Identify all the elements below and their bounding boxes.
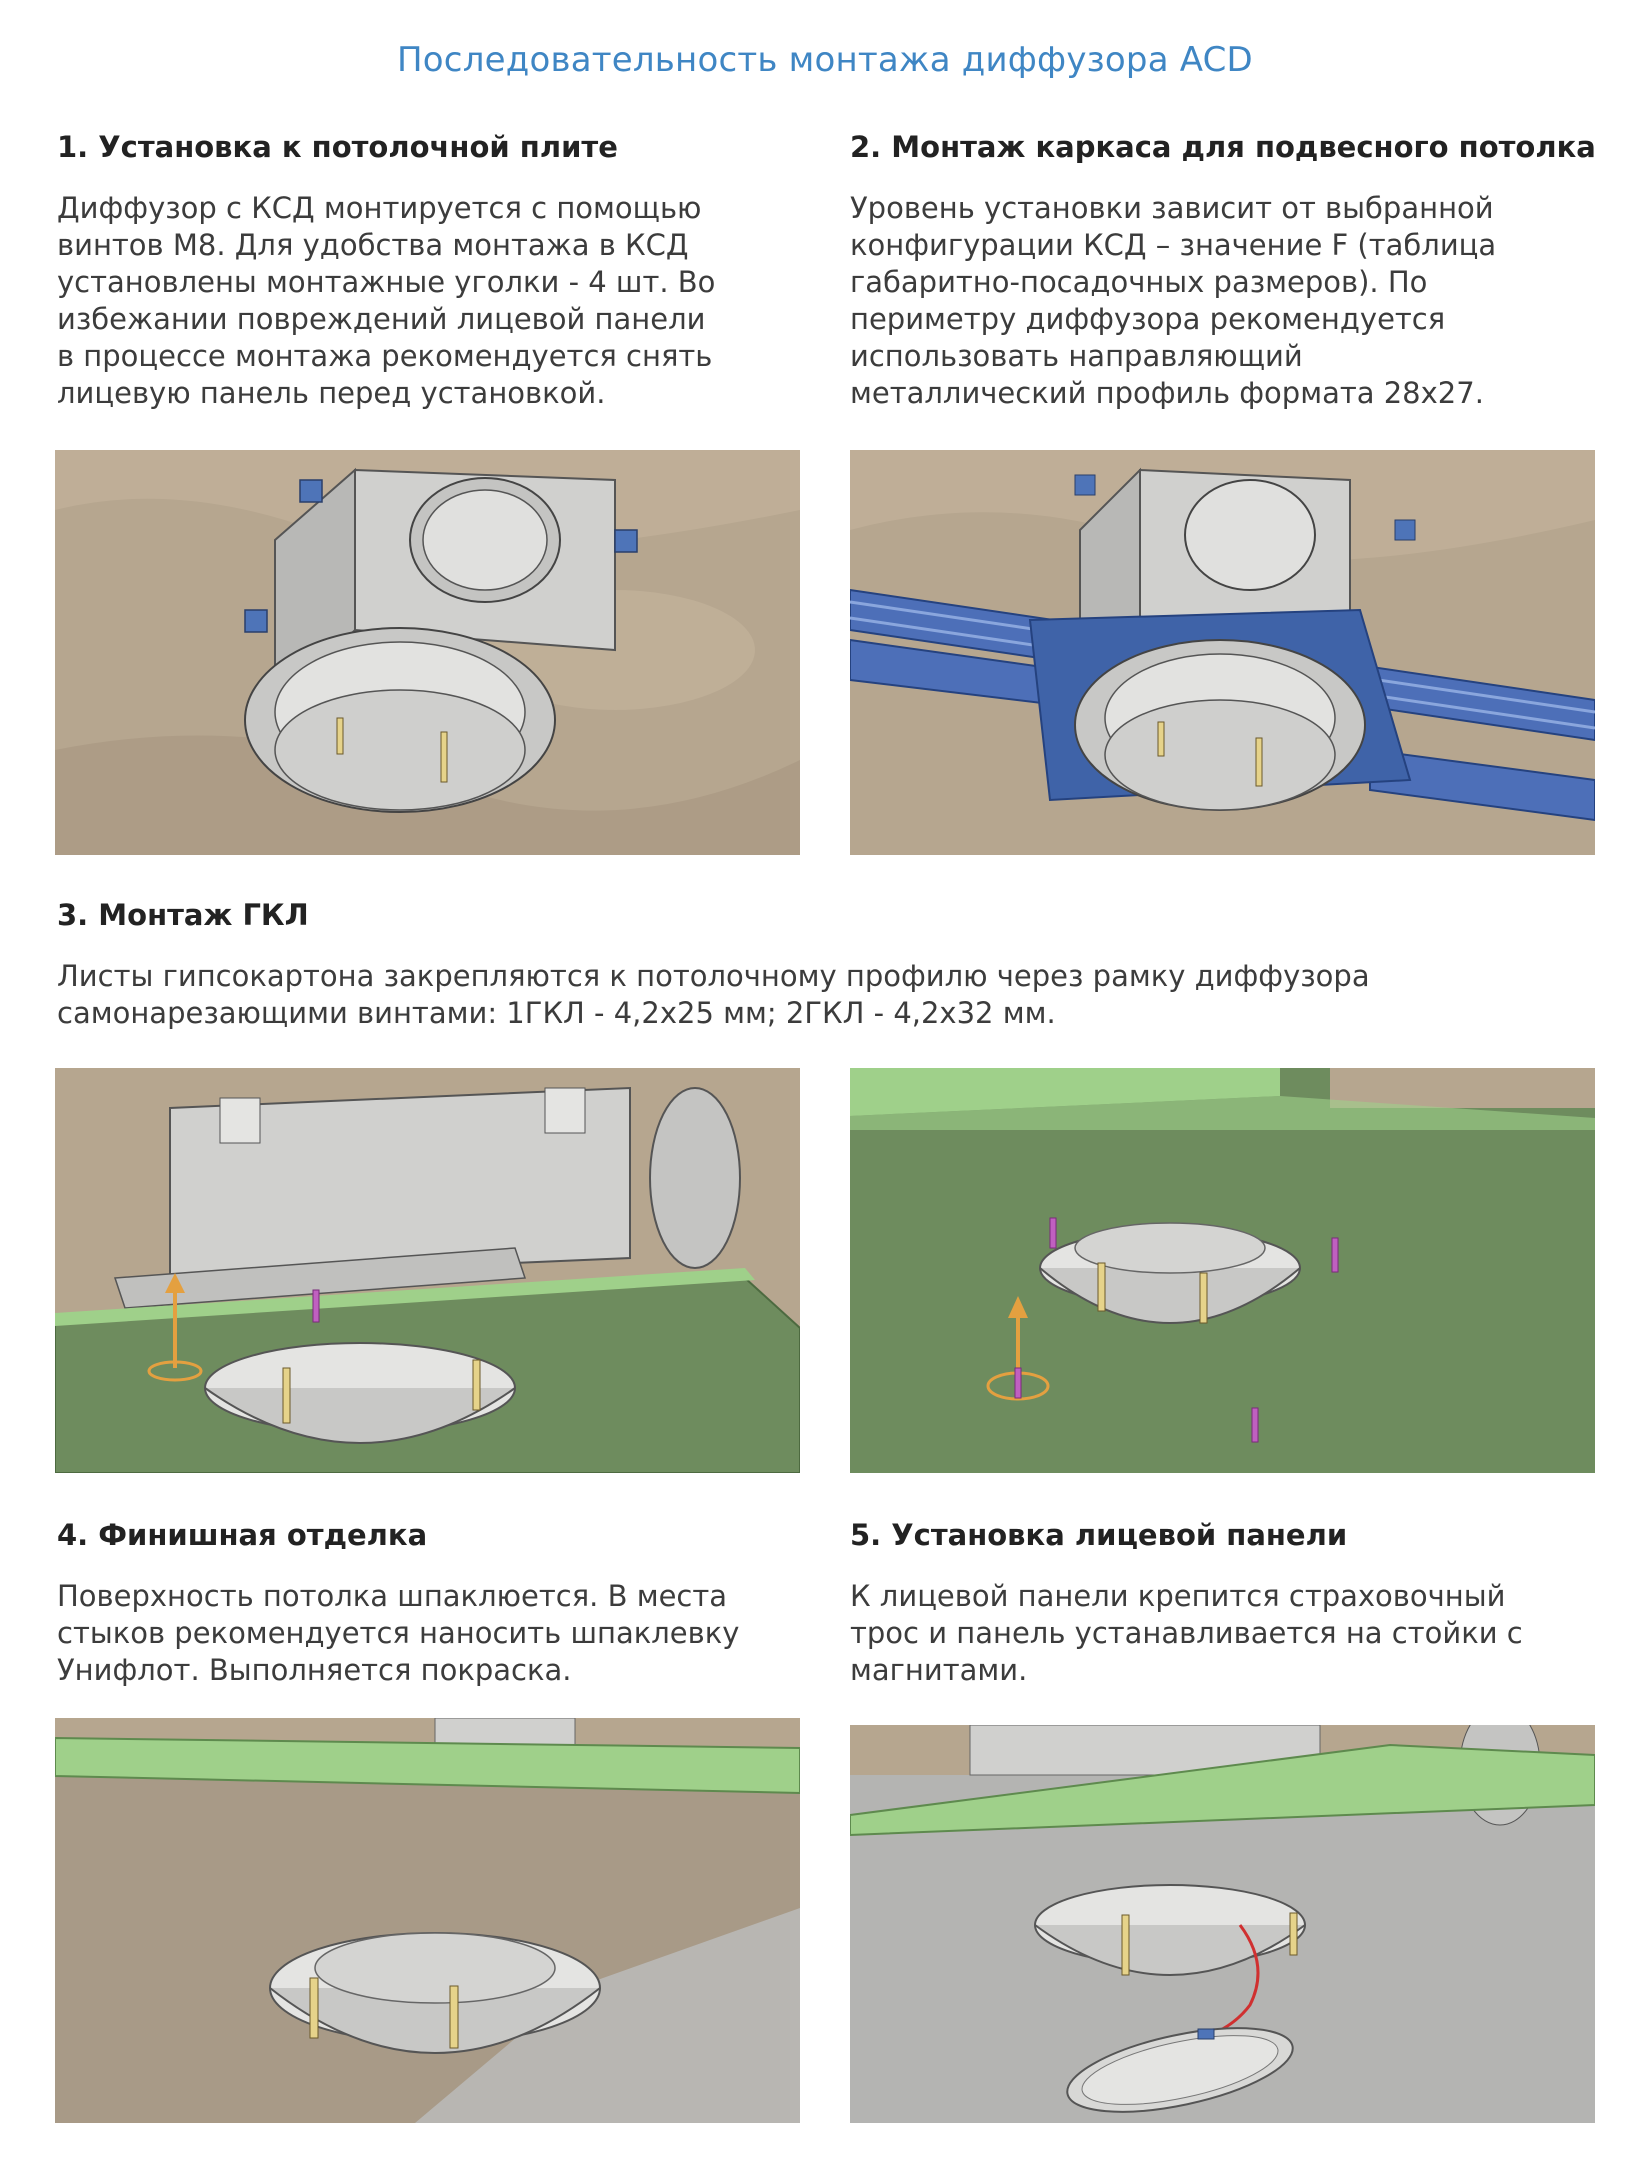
- step-3-illustration-left: [55, 1068, 800, 1473]
- step-2-illustration: [850, 450, 1595, 855]
- step-3-heading: 3. Монтаж ГКЛ: [57, 898, 309, 932]
- step-1-illustration: [55, 450, 800, 855]
- step-3-text: Листы гипсокартона закрепляются к потоло…: [57, 959, 1370, 1030]
- step-5-heading: 5. Установка лицевой панели: [850, 1518, 1348, 1552]
- step-3-illustration-right: [850, 1068, 1595, 1473]
- page-title: Последовательность монтажа диффузора ACD: [397, 40, 1253, 80]
- step-2-text: Уровень установки зависит от выбранной к…: [850, 191, 1497, 410]
- step-4-text: Поверхность потолка шпаклюется. В места …: [57, 1579, 740, 1687]
- logo-fragment-icon: [70, 0, 150, 6]
- step-5-illustration: [850, 1725, 1595, 2123]
- step-1-text: Диффузор с КСД монтируется с помощью вин…: [57, 191, 716, 410]
- step-5-text: К лицевой панели крепится страховочный т…: [850, 1579, 1523, 1687]
- step-4-illustration: [55, 1718, 800, 2123]
- step-2-heading: 2. Монтаж каркаса для подвесного потолка: [850, 130, 1596, 164]
- step-4-heading: 4. Финишная отделка: [57, 1518, 428, 1552]
- step-1-heading: 1. Установка к потолочной плите: [57, 130, 618, 164]
